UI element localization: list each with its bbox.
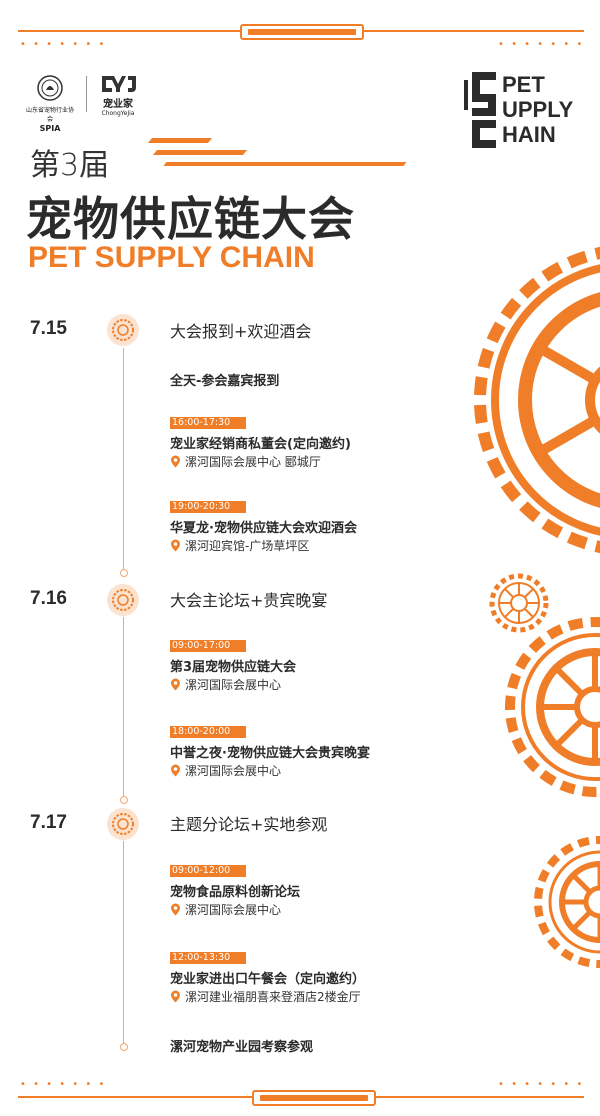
top-right-dots: • • • • • • •: [498, 39, 585, 50]
day2-event2-location: 漯河国际会展中心: [170, 762, 281, 779]
association-emblem-icon: [37, 75, 63, 101]
bottom-left-dots: • • • • • • •: [20, 1079, 107, 1090]
day3-plain-end-item: 漯河宠物产业园考察参观: [170, 1040, 314, 1055]
day1-event2-location-text: 漯河迎宾馆-广场草坪区: [185, 539, 310, 553]
day3-date: 7.17: [30, 812, 67, 833]
brand-pinyin: ChongYeJia: [101, 110, 135, 117]
psc-logo: PET UPPLY HAIN: [462, 70, 580, 150]
location-pin-icon: [171, 903, 180, 916]
day2-gear-icon: [107, 584, 139, 616]
medium-gear-icon: [505, 617, 600, 797]
day1-event1-location: 漯河国际会展中心 郾城厅: [170, 453, 321, 470]
large-gear-icon: [474, 246, 600, 554]
day1-event1-name: 宠业家经销商私董会(定向邀约): [170, 437, 351, 452]
location-pin-icon: [171, 455, 180, 468]
day3-event1-location: 漯河国际会展中心: [170, 901, 281, 918]
day3-event1-name: 宠物食品原料创新论坛: [170, 885, 301, 900]
location-pin-icon: [171, 678, 180, 691]
day2-event1-time: 09:00-17:00: [170, 640, 246, 652]
lower-gear-icon: [534, 836, 600, 968]
small-gear-icon: [489, 573, 549, 633]
day1-date: 7.15: [30, 318, 67, 339]
day1-event1-location-text: 漯河国际会展中心 郾城厅: [185, 455, 321, 469]
timeline-line-1: [123, 348, 124, 574]
title-stripe-2: [152, 150, 248, 155]
day2-event1-name: 第3届宠物供应链大会: [170, 660, 297, 675]
psc-line1: PET: [502, 72, 545, 97]
title-stripe-1: [147, 138, 213, 143]
psc-s-c-mark-icon: [464, 72, 496, 148]
location-pin-icon: [171, 539, 180, 552]
location-pin-icon: [171, 990, 180, 1003]
day1-event2-time: 19:00-20:30: [170, 501, 246, 513]
association-abbr: SPIA: [39, 124, 61, 133]
timeline-line-3: [123, 841, 124, 1045]
day2-date: 7.16: [30, 588, 67, 609]
day3-event1-location-text: 漯河国际会展中心: [185, 903, 282, 917]
day1-event2-location: 漯河迎宾馆-广场草坪区: [170, 537, 309, 554]
day3-event2-location-text: 漯河建业福朋喜来登酒店2楼金厅: [185, 990, 361, 1004]
timeline-dot-1: [120, 569, 128, 577]
day3-gear-icon: [107, 808, 139, 840]
day3-title: 主题分论坛+实地参观: [170, 815, 328, 834]
top-left-dots: • • • • • • •: [20, 39, 107, 50]
timeline-line-2: [123, 617, 124, 803]
location-pin-icon: [171, 764, 180, 777]
day2-event1-location-text: 漯河国际会展中心: [185, 678, 282, 692]
psc-line3: HAIN: [502, 122, 556, 147]
day2-event1-location: 漯河国际会展中心: [170, 676, 281, 693]
day2-title: 大会主论坛+贵宾晚宴: [170, 591, 328, 610]
brand-mark-icon: [102, 76, 136, 92]
bottom-center-pill: [252, 1090, 376, 1106]
day3-event1-time: 09:00-12:00: [170, 865, 246, 877]
day3-event2-location: 漯河建业福朋喜来登酒店2楼金厅: [170, 988, 361, 1005]
day1-plain-item: 全天-参会嘉宾报到: [170, 374, 280, 389]
day1-title: 大会报到+欢迎酒会: [170, 322, 312, 341]
bottom-right-dots: • • • • • • •: [498, 1079, 585, 1090]
brand-logo: 宠业家 ChongYeJia: [94, 72, 142, 118]
brand-name: 宠业家: [103, 99, 133, 110]
day2-event2-location-text: 漯河国际会展中心: [185, 764, 282, 778]
association-name: 山东省宠物行业协会: [25, 107, 74, 123]
separator-line: [86, 76, 87, 112]
day1-event1-time: 16:00-17:30: [170, 417, 246, 429]
day2-event2-time: 18:00-20:00: [170, 726, 246, 738]
title-stripe-3: [163, 162, 407, 166]
english-title: PET SUPPLY CHAIN: [28, 241, 315, 274]
psc-line2: UPPLY: [502, 97, 574, 122]
day1-gear-icon: [107, 314, 139, 346]
day3-event2-name: 宠业家进出口午餐会（定向邀约）: [170, 972, 366, 987]
timeline-dot-3: [120, 1043, 128, 1051]
association-logo: 山东省宠物行业协会 SPIA: [24, 74, 76, 133]
day2-event2-name: 中誉之夜·宠物供应链大会贵宾晚宴: [170, 746, 370, 761]
edition-label: 第3届: [30, 148, 110, 183]
top-center-pill: [240, 24, 364, 40]
day1-event2-name: 华夏龙·宠物供应链大会欢迎酒会: [170, 521, 357, 536]
day3-event2-time: 12:00-13:30: [170, 952, 246, 964]
timeline-dot-2: [120, 796, 128, 804]
main-title: 宠物供应链大会: [26, 192, 355, 246]
